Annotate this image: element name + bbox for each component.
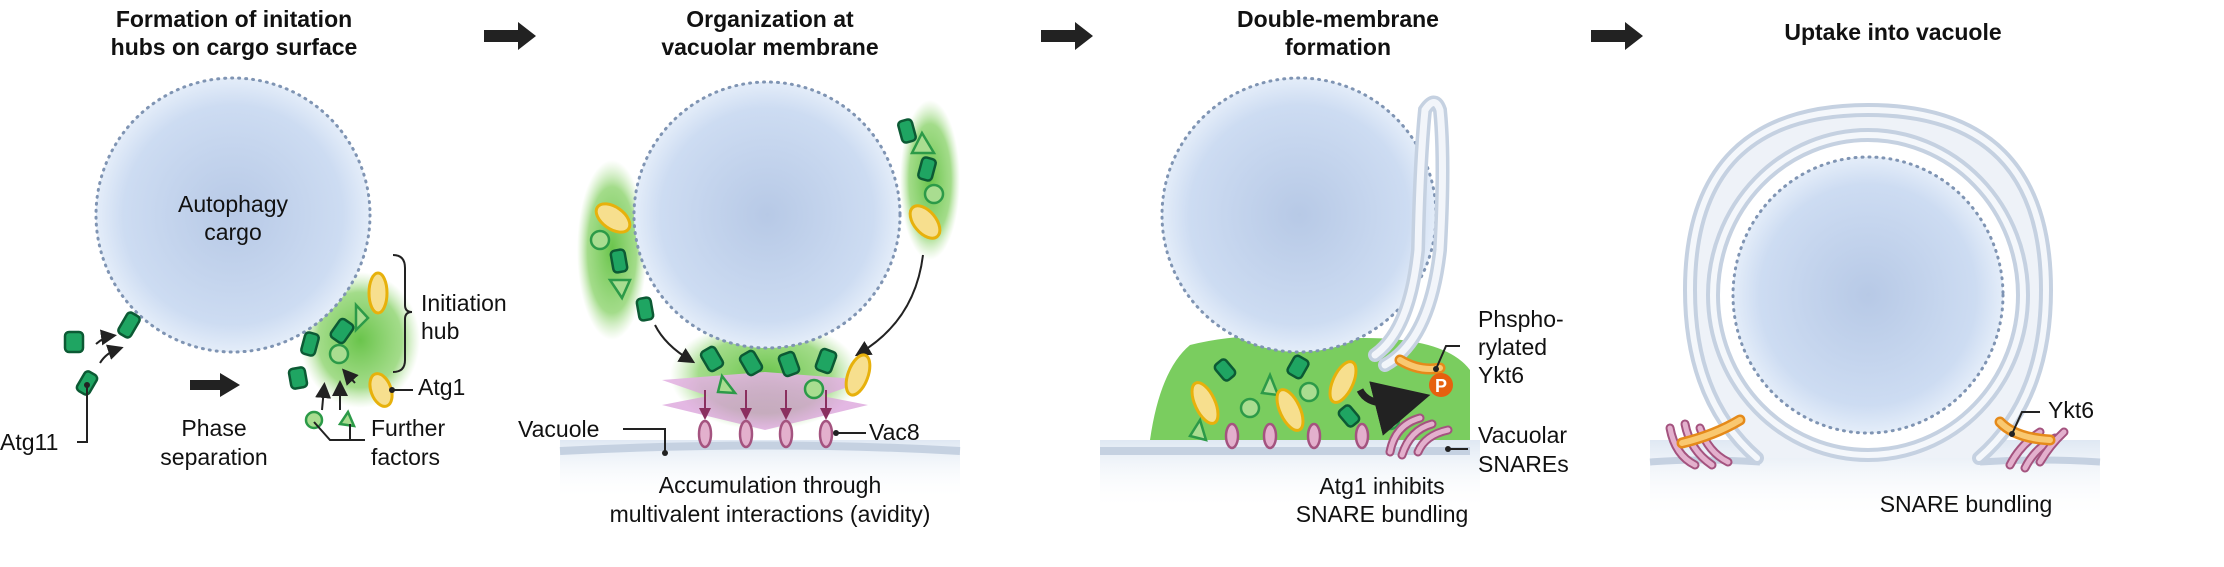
panel-title: Uptake into vacuole xyxy=(1784,19,2001,45)
panel-vacuole-uptake: Uptake into vacuole Ykt6 SNARE bundling xyxy=(1649,19,2101,520)
atg1-label: Atg1 xyxy=(418,374,465,400)
panel-title: hubs on cargo surface xyxy=(111,34,358,60)
panel-title: vacuolar membrane xyxy=(661,34,878,60)
phospho-ykt6-label: Ykt6 xyxy=(1478,362,1524,388)
hub-bracket xyxy=(392,254,413,373)
step-arrow xyxy=(1591,22,1643,50)
step-arrow xyxy=(1041,22,1093,50)
cargo-sphere xyxy=(1733,157,2003,433)
vacuolar-snares-label: SNAREs xyxy=(1478,451,1569,477)
further-factors-label: Further xyxy=(371,415,445,441)
vac8-proteins xyxy=(699,390,832,449)
initiation-hub-label: Initiation xyxy=(421,290,507,316)
panel-title: Organization at xyxy=(686,6,854,32)
vacuolar-snares xyxy=(1385,413,1453,460)
phase-separation-arrow xyxy=(190,373,240,397)
panel-double-membrane: Double-membrane formation P xyxy=(1100,6,1569,527)
cargo-label: Autophagy xyxy=(178,191,288,217)
panel-title: Formation of initation xyxy=(116,6,352,32)
panel-vacuolar-organization: Organization at vacuolar membrane xyxy=(518,6,961,527)
panel-title: formation xyxy=(1285,34,1391,60)
panel-title: Double-membrane xyxy=(1237,6,1439,32)
cargo-sphere xyxy=(1162,78,1436,352)
phospho-ykt6-label: Phspho- xyxy=(1478,306,1564,332)
panel-initiation-hubs: Formation of initation hubs on cargo sur… xyxy=(0,6,507,470)
vacuole-label: Vacuole xyxy=(518,416,599,442)
phospho-badge xyxy=(1429,373,1453,397)
ykt6-label: Ykt6 xyxy=(2048,397,2094,423)
inhibition-arrow xyxy=(1356,381,1431,436)
caption: SNARE bundling xyxy=(1296,501,1469,527)
atg11-protein xyxy=(63,330,85,354)
caption: Atg1 inhibits xyxy=(1319,473,1444,499)
cargo-sphere xyxy=(634,82,900,348)
snare-bundle-left xyxy=(1665,414,1746,470)
atg11-label: Atg11 xyxy=(0,429,58,455)
phospho-badge-label: P xyxy=(1435,376,1447,396)
avidity-zone xyxy=(662,372,868,430)
caption: Accumulation through xyxy=(659,472,881,498)
further-factors-label: factors xyxy=(371,444,440,470)
cargo-label: cargo xyxy=(204,219,262,245)
step-arrow xyxy=(484,22,536,50)
phospho-ykt6-label: rylated xyxy=(1478,334,1547,360)
caption: multivalent interactions (avidity) xyxy=(610,501,931,527)
caption: SNARE bundling xyxy=(1880,491,2053,517)
vac8-label: Vac8 xyxy=(869,419,920,445)
vacuolar-snares-label: Vacuolar xyxy=(1478,422,1567,448)
initiation-hub-label: hub xyxy=(421,318,459,344)
cargo-sphere xyxy=(96,78,370,352)
phase-separation-label: Phase xyxy=(181,415,246,441)
phase-separation-label: separation xyxy=(160,444,267,470)
snare-bundle-right xyxy=(1994,416,2069,473)
